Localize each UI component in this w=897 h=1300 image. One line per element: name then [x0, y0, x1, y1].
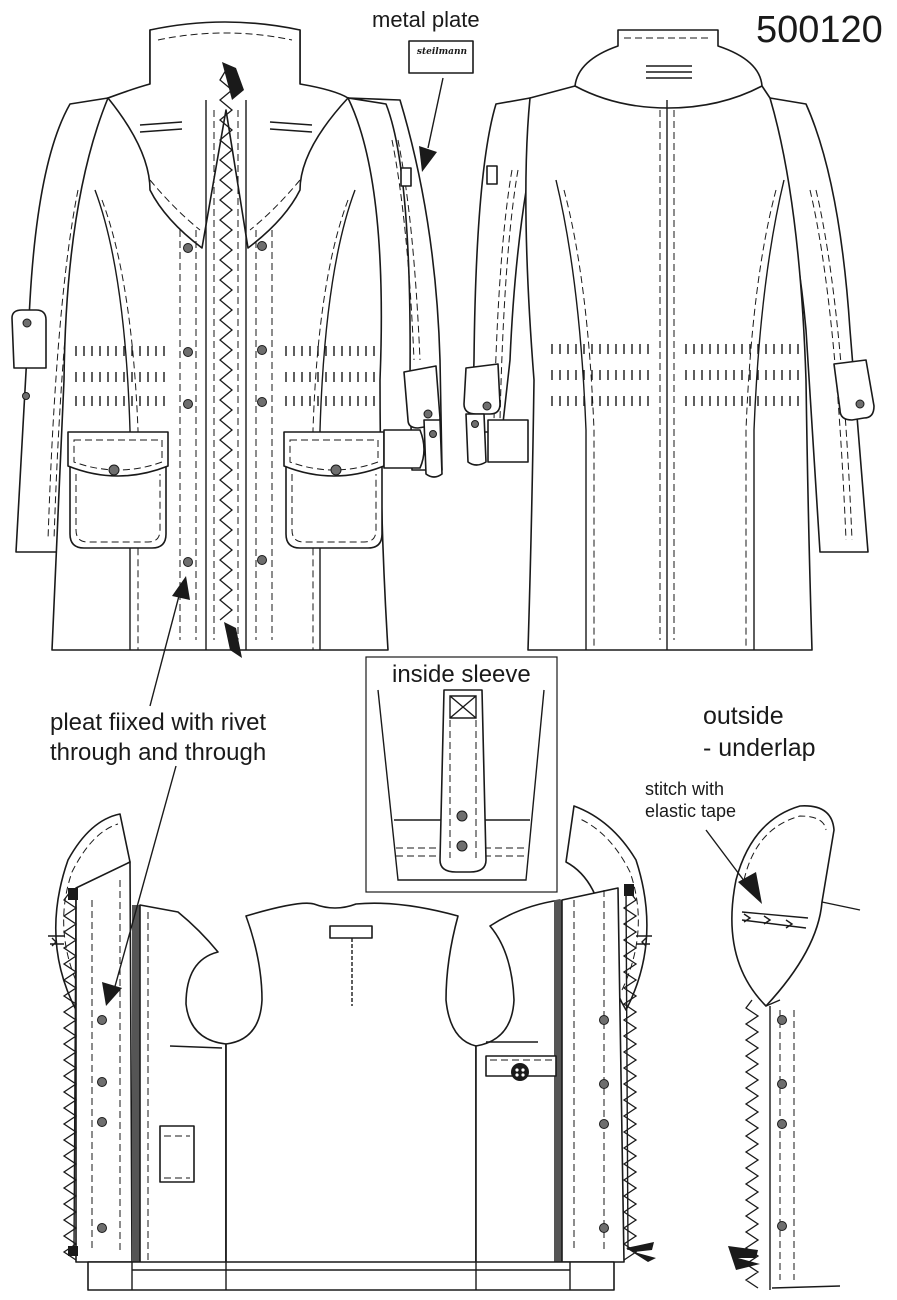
hanger-loop — [329, 925, 373, 939]
front-collar — [107, 21, 349, 249]
stitch-note: stitch with elastic tape — [645, 778, 795, 822]
inner-right-zipper — [622, 891, 638, 1261]
zip-puller-top — [222, 62, 244, 100]
style-number: 500120 — [756, 9, 883, 51]
front-right-pocket — [283, 431, 385, 549]
back-waist-shirring — [551, 344, 799, 412]
brand-plate-text: steilmann — [416, 47, 468, 57]
outside-label-line2: - underlap — [703, 734, 816, 762]
inside-sleeve-detail — [365, 656, 558, 893]
outside-underlap-label: outside - underlap — [703, 700, 893, 764]
inner-left-front — [75, 861, 133, 1263]
inner-left-pocket — [159, 1125, 195, 1183]
inner-back-panel — [225, 902, 477, 1269]
back-sleeve-tab-right — [833, 359, 875, 421]
pleat-arrows — [102, 576, 190, 1006]
outside-label-line1: outside — [703, 702, 784, 730]
back-sleeve-tab-left — [463, 363, 529, 466]
inner-left-facing — [132, 905, 140, 1267]
front-view — [11, 21, 474, 658]
back-view — [463, 29, 875, 651]
inner-hem — [87, 1261, 615, 1291]
underlap-zipper — [744, 999, 760, 1289]
inner-right-pocket — [485, 1055, 557, 1081]
zip-puller-bottom — [224, 622, 242, 658]
stitch-note-line1: stitch with — [645, 779, 725, 799]
pleat-note-line2: through and through — [50, 739, 267, 766]
stitch-note-line2: elastic tape — [645, 801, 737, 821]
underlap-sleeve-cap — [731, 805, 835, 1007]
inner-view — [48, 805, 656, 1291]
front-sleeve-tab-right — [383, 365, 443, 478]
metal-plate-sample — [408, 40, 474, 74]
inner-rivets — [97, 1015, 609, 1233]
underlap-rivets — [777, 1015, 787, 1231]
back-body — [525, 79, 813, 651]
sleeve-metal-plate — [400, 167, 412, 187]
pleat-note-line1: pleat fiixed with rivet — [50, 709, 267, 736]
metal-plate-arrow — [419, 146, 437, 172]
back-collar — [574, 29, 763, 109]
back-sleeve-metal-plate — [486, 165, 498, 185]
inside-sleeve-label: inside sleeve — [392, 661, 531, 688]
front-waist-shirring — [75, 346, 375, 412]
front-left-pocket — [67, 431, 169, 549]
front-zipper — [218, 69, 234, 621]
inner-right-facing — [554, 900, 562, 1267]
front-rivets — [183, 241, 267, 567]
inner-right-front — [475, 899, 561, 1269]
inner-left-zipper — [62, 891, 78, 1261]
pleat-note: pleat fiixed with rivet through and thro… — [50, 708, 350, 768]
inside-sleeve-tab — [439, 689, 487, 873]
metal-plate-label: metal plate — [372, 7, 480, 32]
underlap-detail — [705, 805, 861, 1290]
front-sleeve-tab-left — [11, 309, 47, 400]
stitch-arrow — [738, 872, 762, 904]
